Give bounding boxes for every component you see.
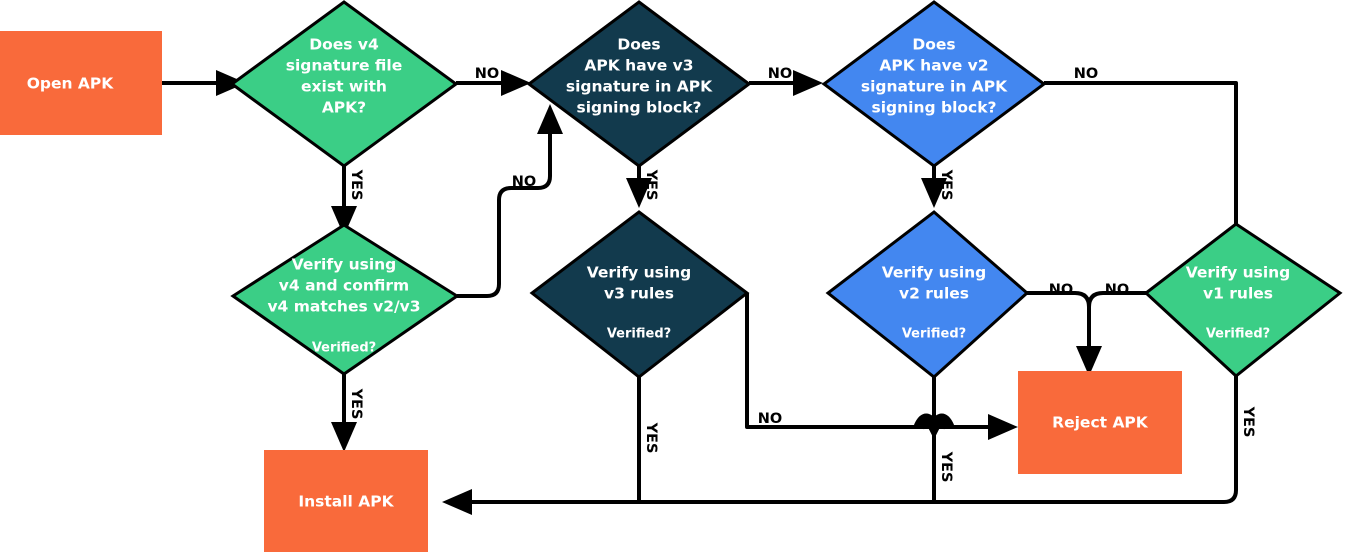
edge-verifyv4-no — [457, 132, 552, 298]
edge-label-verifyv2-yes: YES — [938, 451, 954, 483]
verify-v3-line1: Verify using — [587, 264, 692, 282]
verify-v2-line1: Verify using — [882, 264, 987, 282]
verify-v2-line2: v2 rules — [899, 285, 969, 303]
node-question-v4[interactable]: Does v4 signature file exist with APK? — [229, 0, 459, 168]
edge-label-verifyv4-yes: YES — [348, 388, 364, 420]
edge-label-qv4-no: NO — [475, 66, 499, 82]
question-v3-line1: Does — [617, 36, 660, 54]
verify-v1-question: Verified? — [1206, 327, 1270, 342]
question-v4-line3: exist with — [301, 78, 387, 96]
edge-label-verifyv1-yes: YES — [1240, 406, 1256, 438]
question-v2-diamond — [821, 0, 1047, 168]
edge-verifyv3-no — [745, 293, 990, 429]
edge-qv2-no — [1044, 81, 1238, 224]
question-v3-line2: APK have v3 — [584, 57, 693, 75]
verify-v2-question: Verified? — [902, 327, 966, 342]
line-hop-crossing — [913, 413, 955, 440]
node-question-v3[interactable]: Does APK have v3 signature in APK signin… — [526, 0, 752, 168]
arrowhead-qv4-no — [501, 70, 531, 96]
node-reject-apk[interactable]: Reject APK — [1018, 371, 1182, 474]
arrowhead-qv3-no — [793, 70, 823, 96]
question-v4-line2: signature file — [286, 57, 402, 75]
edge-label-verifyv1-no: NO — [1105, 282, 1129, 298]
verify-v1-diamond — [1143, 222, 1343, 378]
edge-label-verifyv4-no: NO — [512, 174, 536, 190]
arrowhead-verifyv4-yes — [331, 422, 357, 452]
edge-label-verifyv2-no: NO — [1049, 282, 1073, 298]
reject-apk-rect — [1018, 371, 1182, 474]
arrowhead-qv2-yes — [921, 178, 947, 208]
node-install-apk[interactable]: Install APK — [264, 450, 428, 552]
edge-label-qv3-yes: YES — [643, 169, 659, 201]
node-question-v2[interactable]: Does APK have v2 signature in APK signin… — [821, 0, 1047, 168]
open-apk-rect — [0, 31, 162, 135]
arrowhead-verifyv4-no — [537, 104, 563, 134]
arrowhead-verifyv3-no — [988, 414, 1018, 440]
edge-label-qv2-no: NO — [1074, 66, 1098, 82]
verify-v1-line2: v1 rules — [1203, 285, 1273, 303]
connector-layer — [162, 70, 1238, 515]
verify-v4-line2: v4 and confirm — [279, 277, 409, 295]
question-v3-line4: signing block? — [576, 99, 701, 117]
edge-label-layer: NO YES NO YES NO YES NO YES NO YES NO YE… — [348, 66, 1256, 482]
arrowhead-reject-merge — [1076, 346, 1102, 376]
edge-verifyv2-no — [1027, 291, 1091, 348]
verify-v3-diamond — [529, 210, 750, 379]
node-verify-v3[interactable]: Verify using v3 rules Verified? — [529, 210, 750, 379]
edge-label-qv3-no: NO — [768, 66, 792, 82]
verify-v1-line1: Verify using — [1186, 264, 1291, 282]
node-verify-v4[interactable]: Verify using v4 and confirm v4 matches v… — [230, 223, 460, 376]
edge-verifyv1-no — [1087, 291, 1146, 348]
verify-v4-line3: v4 matches v2/v3 — [267, 298, 420, 316]
edge-verifyv1-yes — [470, 376, 1238, 504]
question-v4-line4: APK? — [322, 99, 366, 117]
question-v3-diamond — [526, 0, 752, 168]
edge-label-qv2-yes: YES — [938, 169, 954, 201]
question-v3-line3: signature in APK — [566, 78, 713, 96]
install-apk-label: Install APK — [298, 493, 394, 511]
verify-v4-line1: Verify using — [292, 256, 397, 274]
arrowhead-qv3-yes — [626, 178, 652, 208]
node-verify-v1[interactable]: Verify using v1 rules Verified? — [1143, 222, 1343, 378]
verify-v3-question: Verified? — [607, 327, 671, 342]
node-verify-v2[interactable]: Verify using v2 rules Verified? — [825, 210, 1030, 379]
arrowhead-qv4-yes — [331, 206, 357, 236]
question-v4-diamond — [229, 0, 459, 168]
open-apk-label: Open APK — [27, 75, 115, 93]
edge-label-verifyv3-yes: YES — [643, 422, 659, 454]
question-v4-line1: Does v4 — [309, 36, 379, 54]
install-apk-rect — [264, 450, 428, 552]
edge-label-verifyv3-no: NO — [758, 411, 782, 427]
verify-v4-diamond — [230, 223, 460, 376]
verify-v3-line2: v3 rules — [604, 285, 674, 303]
verify-v4-question: Verified? — [312, 341, 376, 356]
question-v2-line4: signing block? — [871, 99, 996, 117]
node-open-apk[interactable]: Open APK — [0, 31, 162, 135]
verify-v2-diamond — [825, 210, 1030, 379]
question-v2-line1: Does — [912, 36, 955, 54]
edge-label-qv4-yes: YES — [348, 169, 364, 201]
arrowhead-install-left — [442, 489, 472, 515]
question-v2-line2: APK have v2 — [879, 57, 988, 75]
question-v2-line3: signature in APK — [861, 78, 1008, 96]
reject-apk-label: Reject APK — [1052, 414, 1149, 432]
